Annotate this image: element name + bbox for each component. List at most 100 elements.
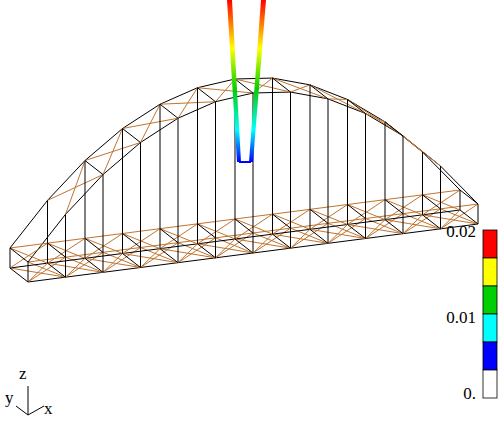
frame-member: [347, 100, 348, 205]
frame-member: [253, 228, 291, 253]
frame-member: [385, 220, 403, 234]
frame-member: [48, 175, 104, 201]
frame-member: [253, 233, 254, 253]
frame-member: [85, 161, 103, 175]
frame-member: [160, 229, 178, 243]
frame-member: [10, 268, 28, 282]
frame-member: [198, 88, 254, 93]
scale-value: 0.: [463, 384, 476, 404]
frame-member: [310, 209, 328, 223]
spike-base: [239, 161, 251, 163]
frame-member: [178, 118, 179, 242]
frame-member: [423, 190, 461, 215]
frame-member: [85, 258, 141, 267]
color-band: [483, 258, 497, 286]
frame-member: [198, 244, 254, 253]
frame-member: [235, 79, 291, 92]
frame-member: [273, 78, 291, 92]
frame-member: [215, 102, 216, 238]
frame-member: [348, 205, 366, 219]
frame-member: [272, 214, 273, 234]
axis-label: y: [5, 388, 14, 408]
frame-member: [178, 243, 179, 263]
frame-member: [272, 78, 273, 214]
frame-member: [123, 234, 161, 249]
frame-member: [423, 195, 441, 209]
frame-member: [85, 143, 141, 161]
frame-member: [140, 143, 141, 248]
frame-member: [160, 249, 216, 258]
frame-member: [290, 92, 291, 228]
frame-member: [160, 104, 178, 118]
axis-label: x: [44, 399, 53, 419]
frame-member: [65, 257, 66, 277]
frame-member: [85, 238, 86, 258]
frame-member: [123, 229, 161, 254]
frame-member: [423, 215, 441, 229]
frame-member: [440, 166, 441, 209]
frame-member: [48, 263, 104, 272]
frame-member: [348, 100, 366, 114]
axis-line: [28, 386, 29, 415]
frame-member: [85, 234, 123, 259]
frame-member: [422, 152, 423, 195]
frame-member: [198, 224, 216, 238]
frame-member: [328, 99, 329, 223]
frame-member: [273, 234, 291, 248]
color-band: [483, 370, 497, 398]
frame-member: [291, 223, 329, 248]
frame-member: [123, 234, 141, 248]
frame-member: [10, 248, 28, 262]
frame-member: [47, 200, 48, 243]
frame-member: [310, 85, 311, 209]
frame-member: [290, 228, 291, 248]
frame-member: [48, 243, 66, 257]
axis-line: [16, 406, 28, 415]
frame-member: [65, 214, 66, 257]
frame-member: [10, 248, 11, 268]
frame-member: [273, 78, 311, 85]
frame-member: [198, 224, 236, 239]
frame-member: [160, 224, 198, 249]
frame-member: [328, 223, 329, 243]
frame-member: [291, 92, 329, 99]
frame-member: [441, 166, 479, 204]
frame-member: [348, 225, 366, 239]
frame-member: [348, 205, 386, 220]
frame-member: [122, 129, 123, 234]
frame-member: [365, 219, 366, 239]
frame-member: [10, 248, 48, 263]
frame-member: [385, 195, 423, 220]
frame-member: [440, 209, 441, 229]
frame-member: [123, 254, 141, 268]
frame-member: [460, 190, 478, 204]
frame-member: [385, 220, 441, 229]
frame-member: [403, 136, 404, 214]
frame-member: [197, 88, 198, 224]
frame-member: [48, 263, 66, 277]
frame-member: [347, 205, 348, 225]
bridge-frame: [10, 78, 478, 282]
frame-member: [160, 229, 161, 249]
frame-member: [123, 118, 179, 128]
frame-member: [310, 229, 366, 238]
frame-member: [423, 195, 461, 210]
frame-member: [103, 175, 104, 253]
frame-member: [103, 252, 104, 272]
frame-member: [385, 122, 441, 166]
frame-member: [85, 238, 123, 253]
frame-member: [85, 238, 103, 252]
frame-member: [328, 219, 366, 244]
frame-member: [385, 122, 386, 200]
frame-member: [348, 200, 386, 225]
frame-member: [123, 129, 141, 143]
frame-member: [198, 219, 236, 244]
frame-member: [273, 234, 329, 243]
frame-member: [235, 219, 273, 234]
frame-member: [66, 252, 104, 277]
frame-member: [235, 219, 236, 239]
frame-member: [310, 85, 348, 100]
frame-member: [160, 249, 178, 263]
frame-member: [198, 244, 216, 258]
